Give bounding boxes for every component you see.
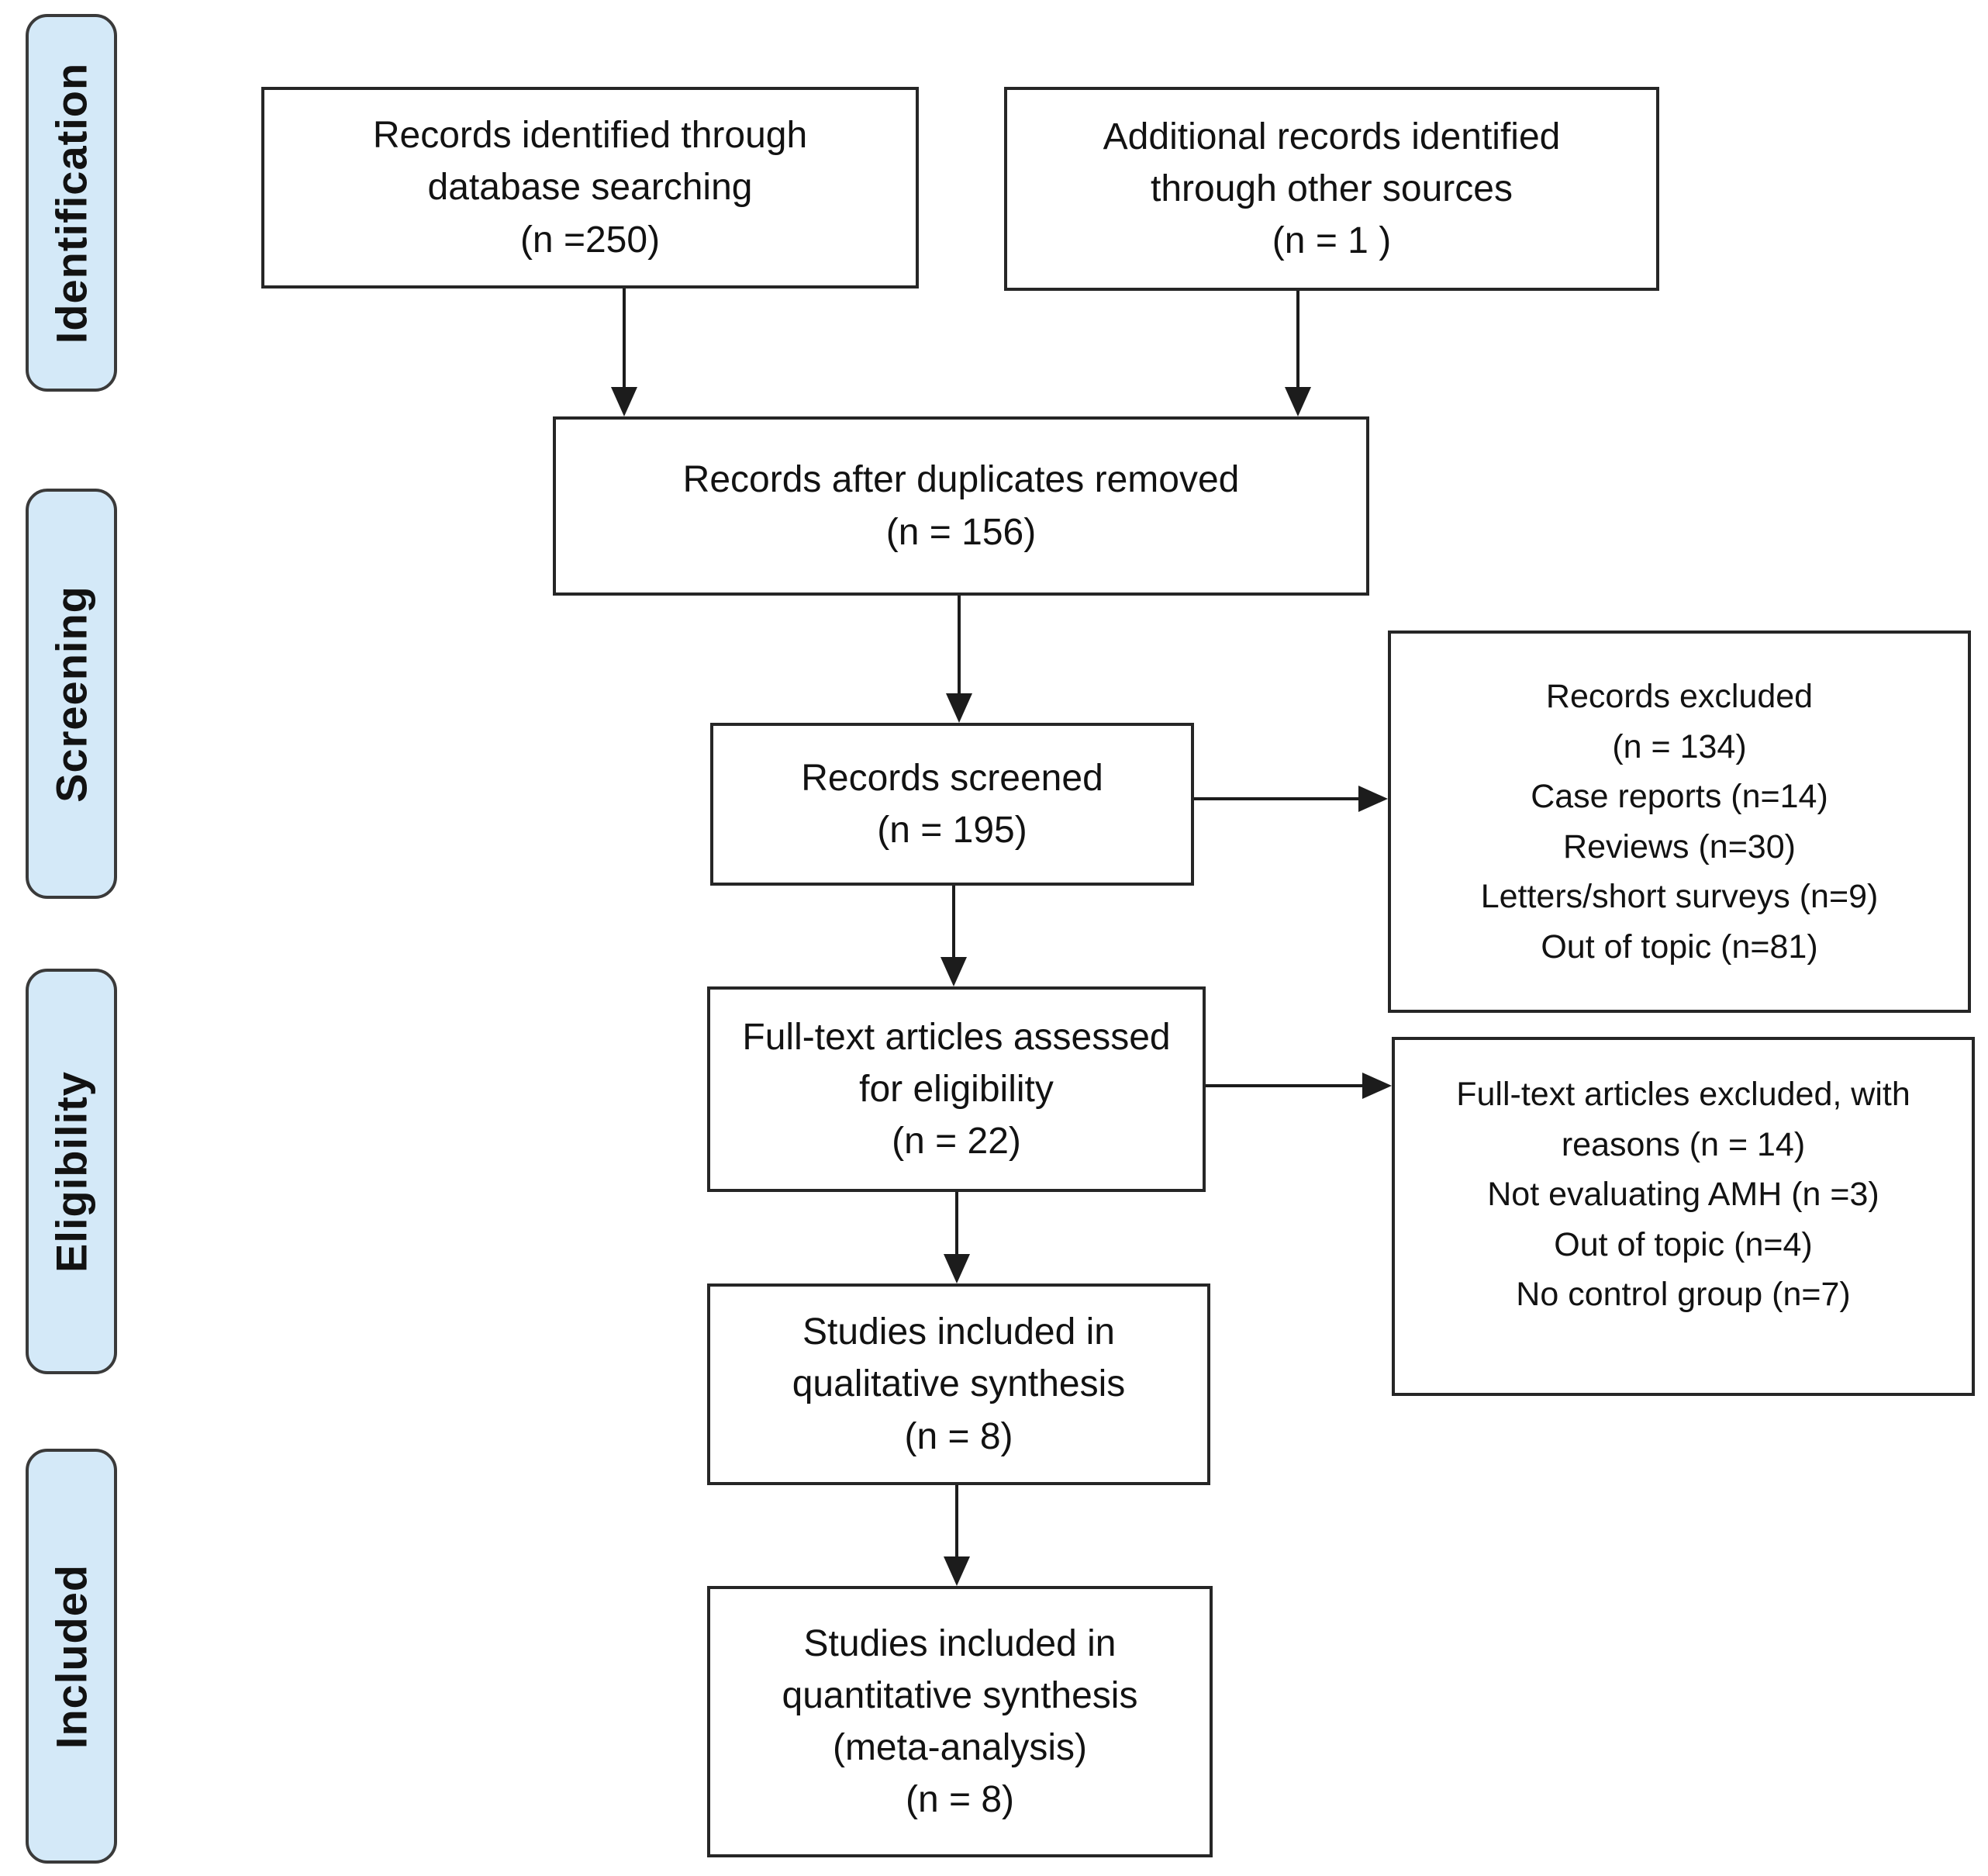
box-records-identified-text: Records identified through database sear… bbox=[372, 115, 808, 261]
stage-label-screening: Screening bbox=[26, 489, 117, 899]
arrow-duplicates-to-screened bbox=[946, 596, 972, 723]
box-duplicates-removed: Records after duplicates removed (n = 15… bbox=[553, 416, 1369, 596]
box-qualitative-synthesis: Studies included in qualitative synthesi… bbox=[707, 1283, 1210, 1485]
box-records-identified: Records identified through database sear… bbox=[261, 87, 919, 288]
stage-label-identification: Identification bbox=[26, 14, 117, 392]
arrow-identified-to-duplicates bbox=[611, 288, 637, 416]
box-additional-records-text: Additional records identified through ot… bbox=[1103, 116, 1561, 262]
box-records-excluded-text: Records excluded (n = 134) Case reports … bbox=[1480, 678, 1879, 966]
box-additional-records: Additional records identified through ot… bbox=[1004, 87, 1659, 291]
arrow-screened-to-fulltext bbox=[941, 886, 967, 986]
arrow-fulltext-to-qualitative bbox=[944, 1192, 970, 1283]
box-qualitative-synthesis-text: Studies included in qualitative synthesi… bbox=[792, 1311, 1126, 1457]
box-fulltext-excluded-text: Full-text articles excluded, with reason… bbox=[1456, 1076, 1910, 1313]
box-records-screened-text: Records screened (n = 195) bbox=[801, 757, 1103, 851]
arrow-additional-to-duplicates bbox=[1285, 291, 1311, 416]
box-records-screened: Records screened (n = 195) bbox=[710, 723, 1194, 886]
arrow-screened-to-excluded bbox=[1194, 786, 1388, 812]
box-records-excluded: Records excluded (n = 134) Case reports … bbox=[1388, 631, 1971, 1013]
box-quantitative-synthesis-text: Studies included in quantitative synthes… bbox=[782, 1622, 1138, 1821]
arrow-qualitative-to-quantitative bbox=[944, 1485, 970, 1586]
box-fulltext-excluded: Full-text articles excluded, with reason… bbox=[1392, 1037, 1975, 1396]
box-fulltext-assessed: Full-text articles assessed for eligibil… bbox=[707, 986, 1206, 1192]
stage-label-eligibility: Eligibility bbox=[26, 969, 117, 1374]
box-duplicates-removed-text: Records after duplicates removed (n = 15… bbox=[682, 459, 1240, 553]
arrow-fulltext-to-excluded bbox=[1206, 1073, 1392, 1099]
stage-label-included: Included bbox=[26, 1449, 117, 1864]
box-fulltext-assessed-text: Full-text articles assessed for eligibil… bbox=[742, 1016, 1171, 1163]
box-quantitative-synthesis: Studies included in quantitative synthes… bbox=[707, 1586, 1213, 1857]
